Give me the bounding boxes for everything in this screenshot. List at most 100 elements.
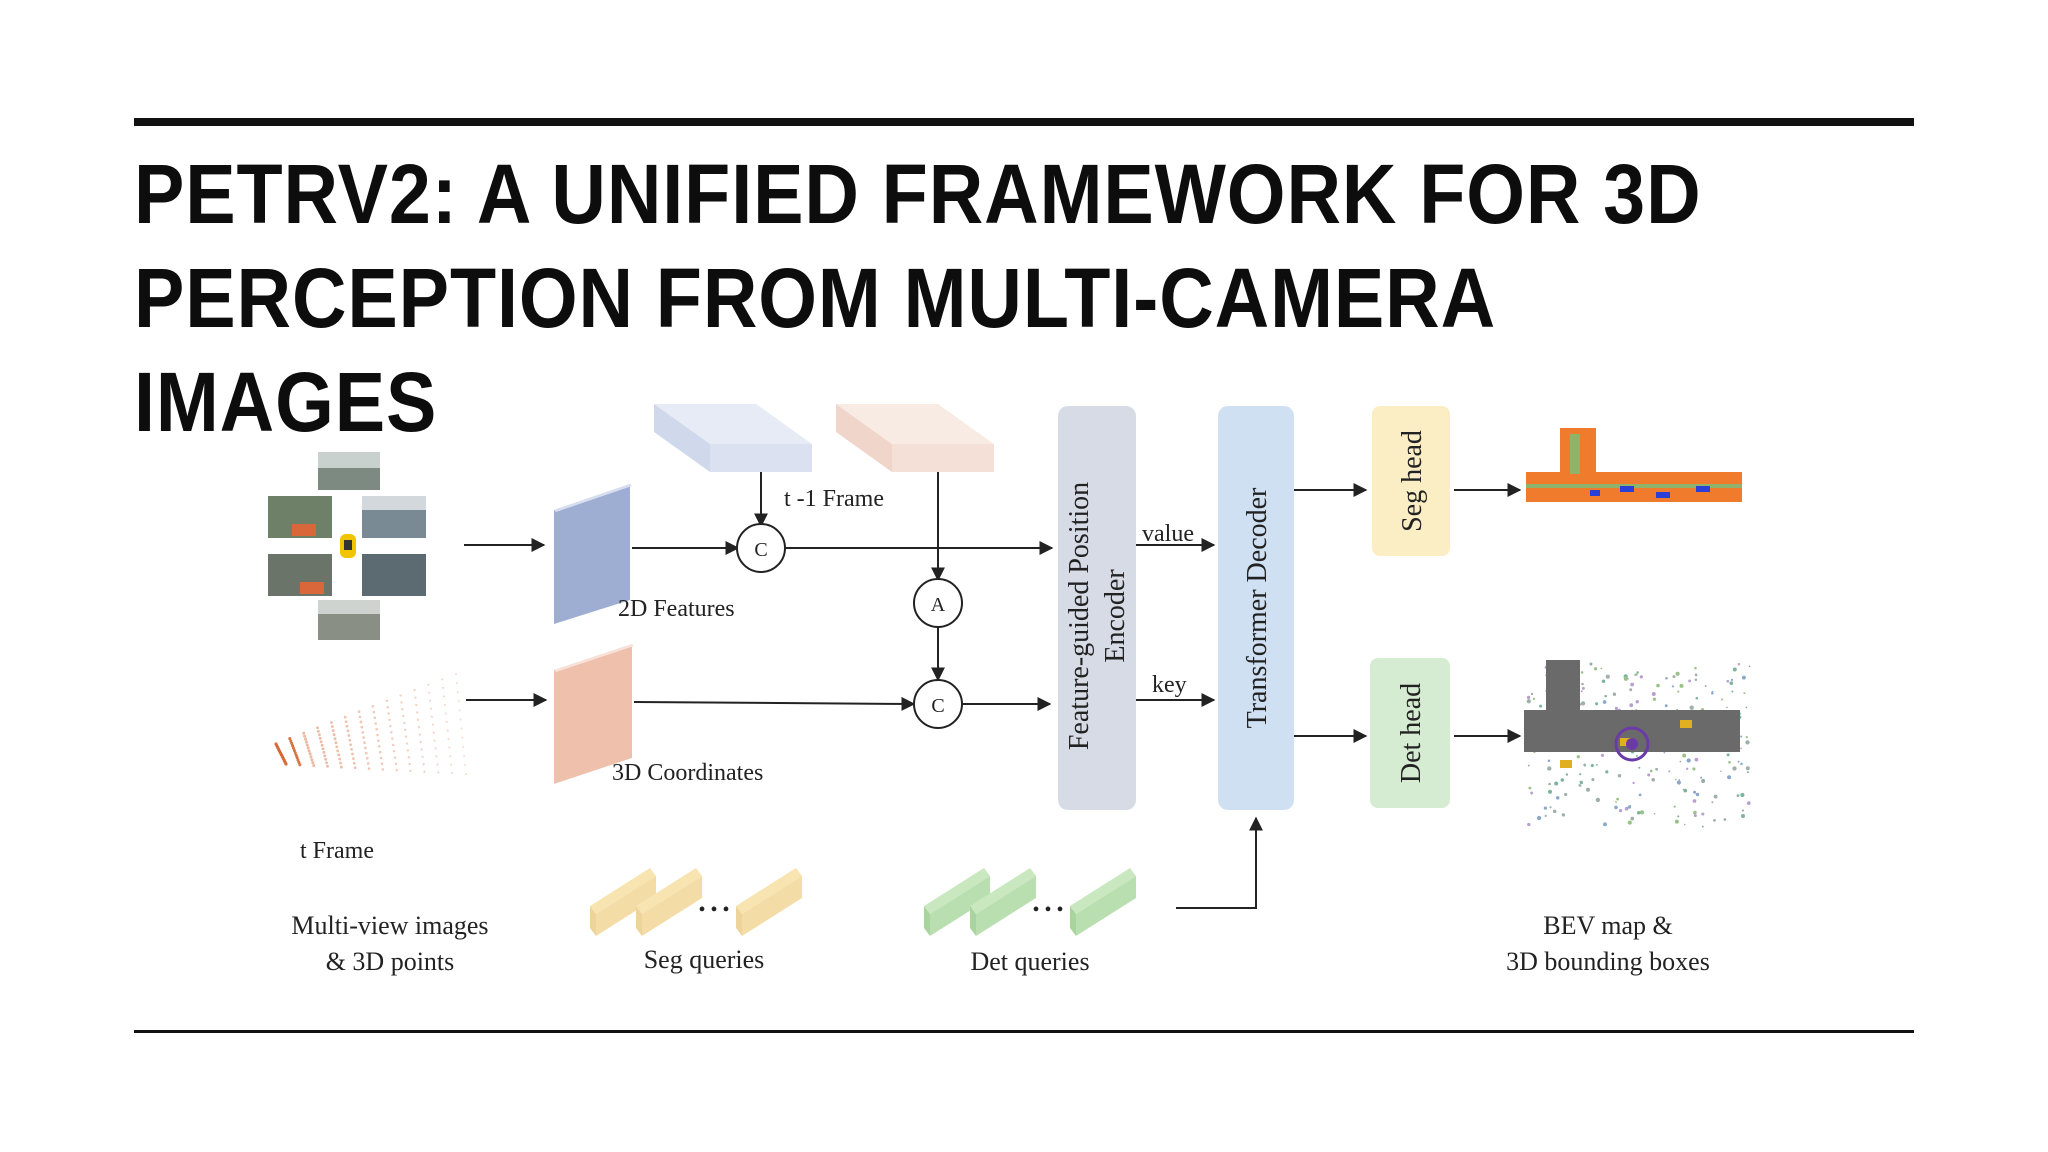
lidar-point [1624,806,1629,811]
det-queries-label: Det queries [970,947,1089,976]
lidar-point [1745,740,1750,745]
frustum-point [456,691,459,694]
transformer-decoder-block [1218,406,1294,810]
lidar-point [1692,799,1697,803]
lidar-point [1741,814,1745,818]
frustum-point [293,751,297,755]
frustum-point [457,700,460,703]
frustum-point [428,691,431,694]
decoder-label: Transformer Decoder [1242,487,1273,728]
lidar-point [1745,706,1748,709]
lidar-point [1547,766,1552,771]
seg-queries-ellipsis: • • • [698,899,729,921]
features-2d-block [554,484,632,624]
prev-frame-coords-3d [836,404,994,472]
frustum-point [404,728,407,731]
frustum-point [385,699,389,703]
output-caption-line1: BEV map & [1543,911,1673,940]
lidar-point [1693,790,1697,794]
frustum-point [404,735,408,738]
frustum-point [447,738,450,741]
lidar-point [1746,771,1749,774]
frustum-point [357,710,361,714]
lidar-point [1672,675,1676,679]
frustum-point [460,727,463,730]
frustum-point [417,726,421,729]
frustum-point [388,718,391,722]
frustum-point [437,771,440,774]
frustum-point [345,724,349,728]
lidar-point [1692,767,1696,771]
lidar-point [1694,678,1698,681]
frustum-point [344,720,348,724]
top-rule [134,118,1914,126]
frustum-point [444,712,447,715]
frustum-point [334,741,338,745]
lidar-point [1674,778,1677,781]
lidar-point [1651,692,1656,696]
lidar-point [1580,671,1584,674]
frustum-point [375,727,378,731]
lidar-point [1623,676,1629,681]
frustum-point [413,689,416,692]
lidar-point [1677,815,1680,818]
lidar-point [1693,810,1697,815]
slide-title: PETRv2: A Unified Framework for 3D Perce… [134,142,1734,454]
lidar-point [1663,751,1666,754]
frustum-point [312,763,316,768]
frustum-point [405,742,409,745]
frustum-point [361,731,365,734]
frustum-point [348,738,352,742]
lidar-point [1617,773,1622,778]
lidar-point [1547,759,1551,762]
lidar-point [1682,788,1685,791]
concat-op-bottom: C [913,679,963,729]
lidar-point [1711,690,1714,693]
lidar-point [1741,675,1746,680]
frustum-point [387,712,390,715]
title-line-2: Perception from Multi-Camera Images [134,251,1494,449]
lidar-point [1564,792,1568,797]
3d-points-frustum [274,673,467,775]
coords-3d-block [554,644,634,784]
lidar-point [1686,758,1691,763]
frustum-point [414,696,417,699]
frustum-point [310,758,314,762]
lidar-point [1595,702,1599,706]
frustum-point [416,711,419,714]
lidar-point [1694,673,1698,677]
lidar-point [1674,819,1679,824]
lidar-point [1539,704,1543,708]
frustum-point [419,740,422,744]
frustum-point [302,731,306,735]
lidar-point [1612,692,1617,696]
frustum-point [380,762,384,765]
frustum-point [372,710,376,714]
lidar-point [1591,777,1595,782]
lidar-point [1530,791,1534,795]
align-symbol: A [931,594,946,616]
frustum-point [343,715,347,719]
frustum-point [378,750,382,754]
lidar-point [1693,814,1697,818]
lidar-point [1583,763,1587,767]
lidar-point [1686,767,1689,770]
lidar-point [1600,667,1603,670]
frustum-point [338,757,342,761]
frustum-point [305,743,309,747]
frustum-point [463,754,466,757]
frustum-point [323,754,327,758]
lidar-point [1615,800,1617,803]
lidar-point [1675,671,1680,676]
lidar-point [1635,673,1638,676]
lidar-point [1632,781,1635,785]
lidar-point [1711,801,1714,804]
lidar-point [1732,766,1737,771]
seg-query-token [590,868,656,936]
frustum-point [284,762,288,766]
seg-head-label: Seg head [1397,430,1428,532]
lidar-point [1723,818,1727,821]
frustum-point [449,755,452,758]
frustum-point [306,746,310,750]
frustum-point [362,736,365,739]
